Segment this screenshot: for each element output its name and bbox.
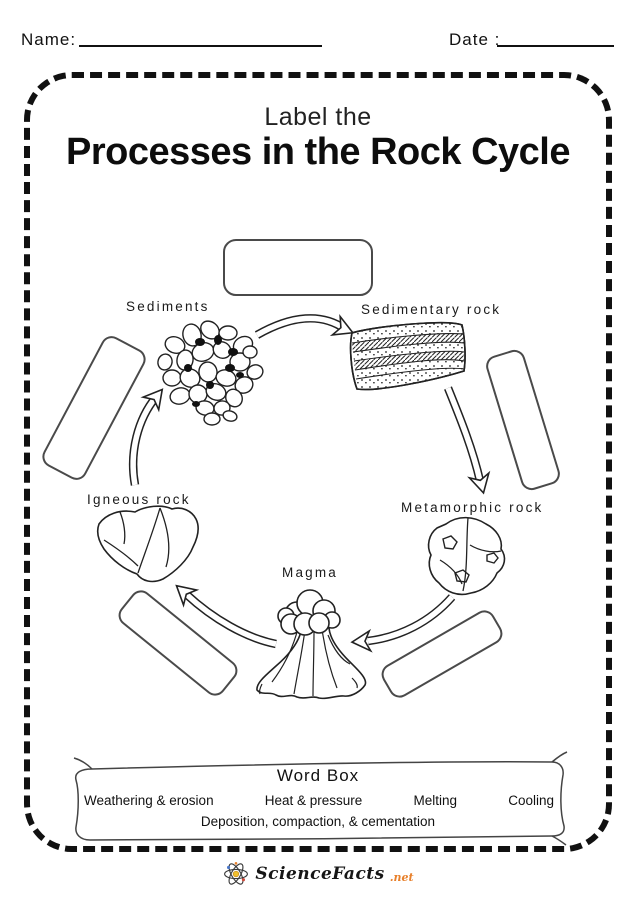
worksheet-subtitle: Label the (264, 103, 372, 131)
word-deposition-compaction-cementation: Deposition, compaction, & cementation (200, 814, 436, 829)
brand-name: ScienceFacts (255, 864, 385, 884)
word-box-row1: Weathering & erosion Heat & pressure Mel… (84, 793, 554, 808)
label-metamorphic-rock: Metamorphic rock (401, 500, 544, 515)
date-write-line[interactable] (497, 45, 614, 47)
label-sedimentary-rock: Sedimentary rock (361, 302, 502, 317)
brand-tld: .net (389, 870, 414, 884)
word-heat-pressure: Heat & pressure (264, 793, 363, 808)
brand-footer: ScienceFacts .net (0, 857, 636, 891)
date-label: Date : (449, 30, 501, 49)
answer-box-top[interactable] (223, 239, 373, 296)
label-sediments: Sediments (126, 299, 210, 314)
name-write-line[interactable] (79, 45, 322, 47)
word-melting: Melting (413, 793, 458, 808)
label-magma: Magma (282, 565, 339, 580)
word-cooling: Cooling (508, 793, 554, 808)
word-box-title: Word Box (276, 766, 360, 785)
atom-icon (224, 862, 249, 885)
name-label: Name: (21, 30, 77, 49)
worksheet-title: Processes in the Rock Cycle (66, 131, 570, 173)
worksheet-dashed-frame (24, 72, 612, 852)
word-weathering-erosion: Weathering & erosion (84, 793, 214, 808)
label-igneous-rock: Igneous rock (87, 492, 191, 507)
